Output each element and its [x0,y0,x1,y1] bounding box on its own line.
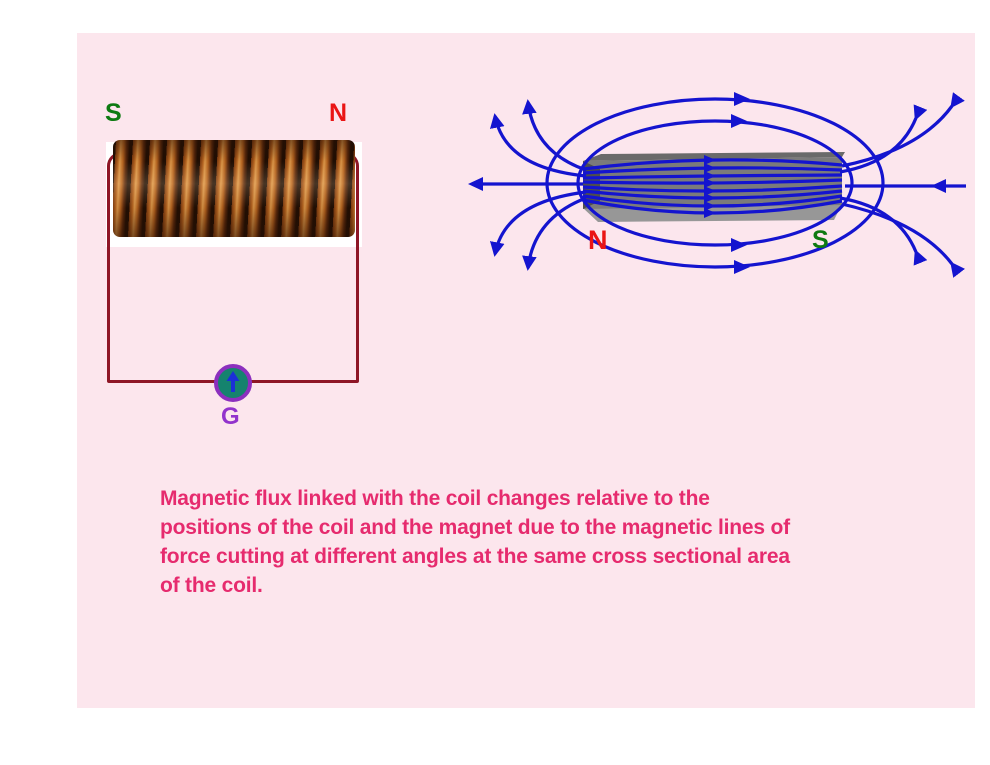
caption-line-4: of the coil. [160,574,263,597]
coil-south-pole-label: S [105,99,122,127]
field-lines-through-magnet [582,155,843,218]
magnet-north-pole-label: N [588,225,608,255]
pink-board: S N G [77,33,975,708]
caption-line-3: force cutting at different angles at the… [160,545,790,568]
galvanometer-needle-icon [226,371,240,392]
caption-text: Magnetic flux linked with the coil chang… [160,484,790,600]
field-lines-north-splay [490,99,587,271]
galvanometer-label: G [221,403,240,430]
caption-line-2: positions of the coil and the magnet due… [160,516,790,539]
caption-line-1: Magnetic flux linked with the coil chang… [160,487,710,510]
copper-coil [113,140,355,237]
galvanometer [214,364,252,402]
field-lines-axial [468,177,966,193]
magnet-field-diagram: N S [468,92,966,278]
coil-north-pole-label: N [329,99,348,127]
magnet-south-pole-label: S [812,226,829,254]
field-lines-south-splay [839,92,965,278]
